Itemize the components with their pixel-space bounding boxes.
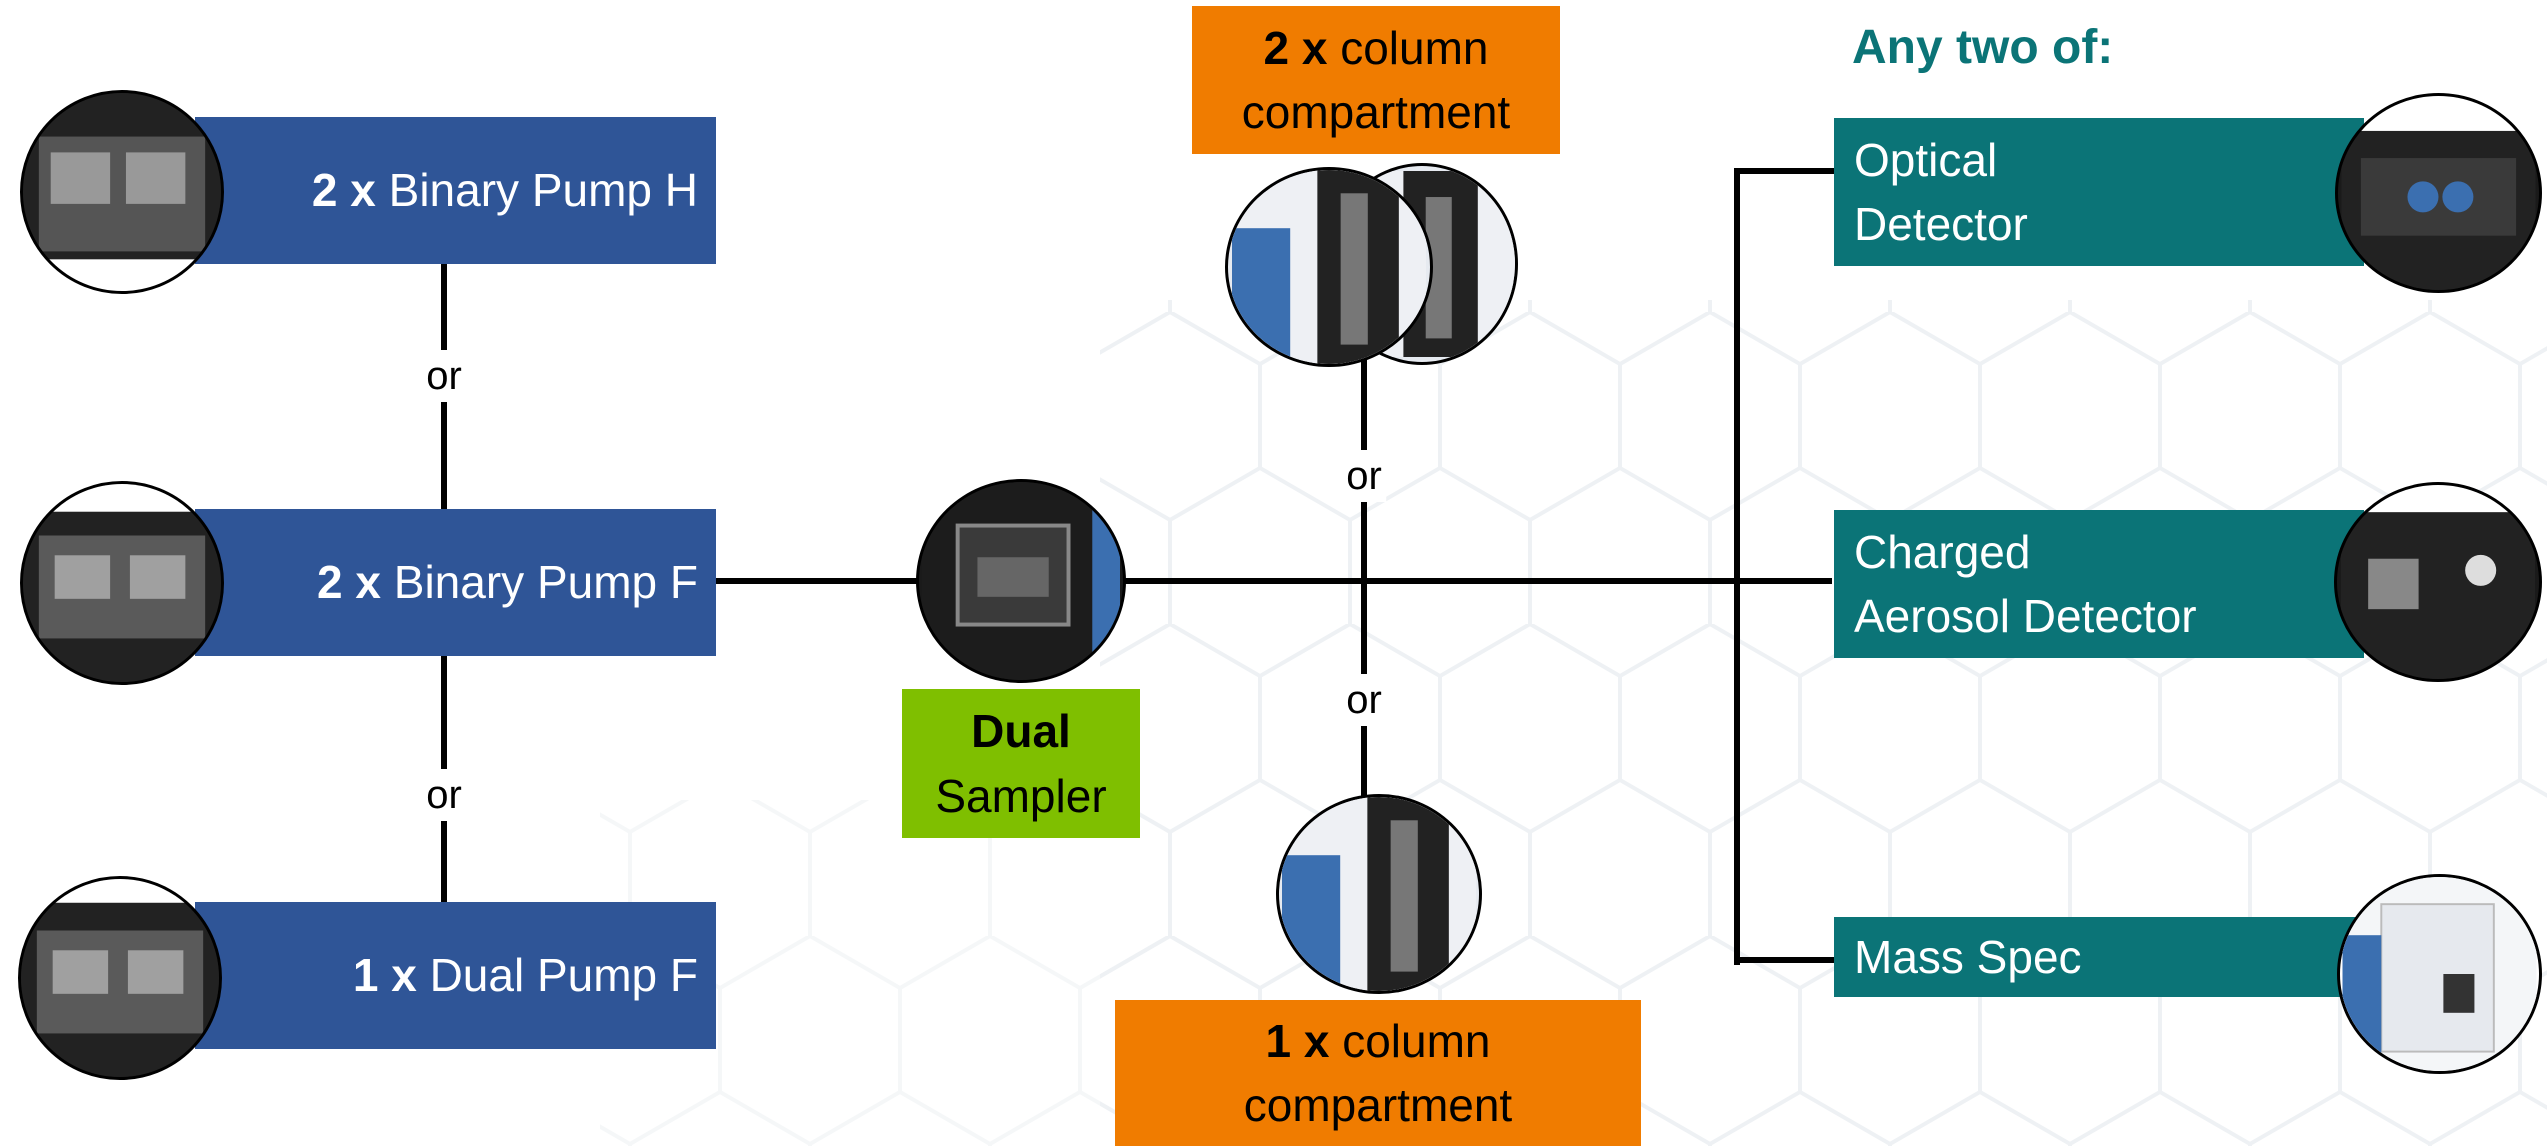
pump-or-label-1: or <box>422 350 466 402</box>
bus-to-optical-line <box>1734 168 1834 174</box>
pump-or-label-2: or <box>422 769 466 821</box>
two-column-compartments-photo <box>1225 167 1433 367</box>
optical-detector-line2: Detector <box>1854 198 2028 250</box>
charged-aerosol-detector-photo <box>2334 482 2542 682</box>
one-column-line2: compartment <box>1243 1079 1513 1131</box>
dual-pump-f-count: 1 x <box>352 949 417 1002</box>
binary-pump-h-photo <box>20 90 224 294</box>
dual-sampler-line2: Sampler <box>935 769 1107 822</box>
mass-spec-box: Mass Spec <box>1834 917 2364 997</box>
one-column-count: 1 x <box>1265 1014 1330 1067</box>
dual-sampler-box: Dual Sampler <box>902 689 1140 838</box>
two-column-word: column <box>1340 21 1489 74</box>
binary-pump-h-box: 2 x Binary Pump H <box>195 117 716 264</box>
mass-spec-photo <box>2337 874 2542 1074</box>
column-or-label-2: or <box>1342 674 1386 726</box>
binary-pump-h-count: 2 x <box>311 164 376 217</box>
dual-pump-f-label: Dual Pump F <box>429 949 698 1002</box>
dual-sampler-line1: Dual <box>971 705 1071 758</box>
binary-pump-f-photo <box>20 481 224 685</box>
one-column-compartment-box: 1 x column compartment <box>1115 1000 1641 1146</box>
sampler-to-detectors-line <box>1122 578 1832 584</box>
two-column-line2: compartment <box>1241 86 1511 138</box>
optical-detector-box: Optical Detector <box>1834 118 2364 266</box>
dual-sampler-photo <box>916 479 1126 683</box>
dual-pump-f-photo <box>18 876 222 1080</box>
optical-detector-line1: Optical <box>1854 133 1998 186</box>
charged-aerosol-detector-box: Charged Aerosol Detector <box>1834 510 2364 658</box>
detectors-title: Any two of: <box>1852 21 2114 74</box>
detector-bus-vertical <box>1734 168 1740 965</box>
mass-spec-label: Mass Spec <box>1854 930 2082 983</box>
column-connector-vertical <box>1361 360 1367 796</box>
column-or-label-1: or <box>1342 450 1386 502</box>
one-column-compartment-photo <box>1276 794 1482 994</box>
binary-pump-h-label: Binary Pump H <box>388 164 698 217</box>
binary-pump-f-box: 2 x Binary Pump F <box>195 509 716 656</box>
two-column-compartment-box: 2 x column compartment <box>1192 6 1560 154</box>
binary-pump-f-label: Binary Pump F <box>393 556 698 609</box>
charged-aerosol-line1: Charged <box>1854 525 2031 578</box>
charged-aerosol-line2: Aerosol Detector <box>1854 590 2197 642</box>
optical-detector-photo <box>2335 93 2542 293</box>
binary-pump-f-count: 2 x <box>317 556 381 609</box>
two-column-count: 2 x <box>1263 21 1328 74</box>
dual-pump-f-box: 1 x Dual Pump F <box>195 902 716 1049</box>
pump-to-sampler-line <box>716 578 926 584</box>
one-column-word: column <box>1342 1014 1491 1067</box>
bus-to-mass-spec-line <box>1734 957 1834 963</box>
